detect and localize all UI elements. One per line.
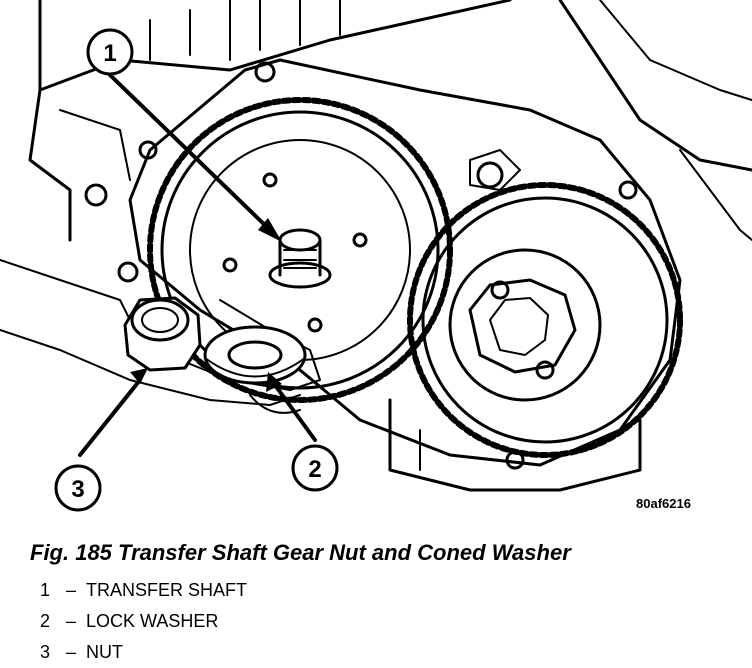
legend-item: 2–LOCK WASHER	[40, 606, 247, 637]
figure-reference-code: 80af6216	[636, 496, 691, 511]
callout-1: 1	[86, 28, 134, 76]
callout-1-number: 1	[103, 40, 116, 67]
cover-plate	[84, 58, 682, 470]
callout-legend: 1–TRANSFER SHAFT 2–LOCK WASHER 3–NUT	[40, 575, 247, 668]
legend-dash: –	[65, 611, 76, 631]
legend-label: NUT	[86, 642, 123, 662]
legend-number: 3	[40, 642, 51, 662]
leader-arrows	[78, 73, 317, 457]
arrowheads	[130, 218, 282, 392]
legend-item: 3–NUT	[40, 637, 247, 668]
legend-number: 2	[40, 611, 51, 631]
legend-dash: –	[65, 580, 76, 600]
legend-number: 1	[40, 580, 51, 600]
callout-3-number: 3	[71, 476, 84, 503]
legend-item: 1–TRANSFER SHAFT	[40, 575, 247, 606]
output-gear	[407, 182, 683, 458]
nut-part	[123, 296, 202, 372]
lock-washer-part	[203, 325, 307, 385]
transfer-shaft-illustration: 1 3 2	[0, 0, 752, 512]
callout-3: 3	[54, 464, 102, 512]
legend-label: TRANSFER SHAFT	[86, 580, 248, 600]
legend-dash: –	[65, 642, 76, 662]
legend-label: LOCK WASHER	[86, 611, 219, 631]
callout-2-number: 2	[308, 456, 321, 483]
figure-caption: Fig. 185 Transfer Shaft Gear Nut and Con…	[30, 540, 571, 565]
callout-2: 2	[291, 444, 339, 492]
